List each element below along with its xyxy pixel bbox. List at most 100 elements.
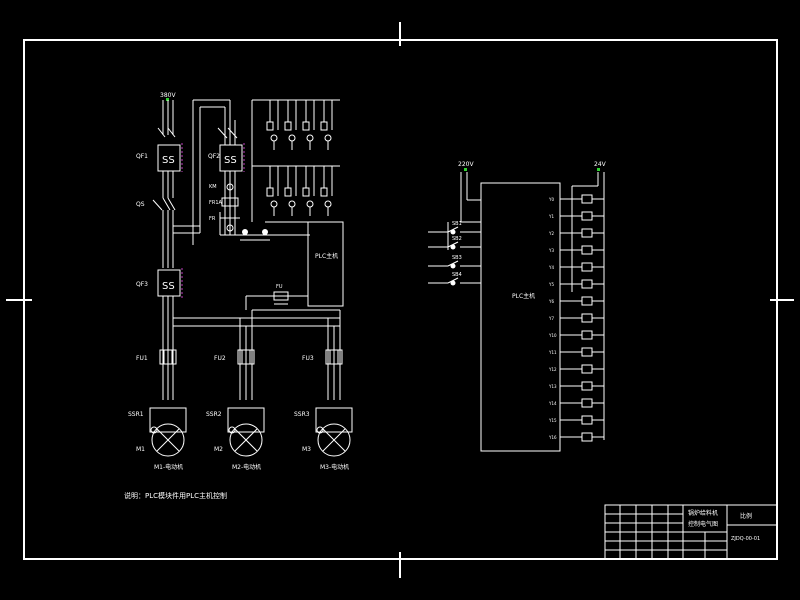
motor-symbol xyxy=(151,423,185,457)
title-grid xyxy=(605,505,683,559)
relay-coil xyxy=(581,330,593,340)
fuse-label: FU1 xyxy=(136,355,148,362)
svg-text:SB3: SB3 xyxy=(452,255,462,261)
svg-text:PLC主机: PLC主机 xyxy=(315,252,338,260)
motor-symbol xyxy=(317,423,351,457)
sheet-label: 比例 xyxy=(740,512,752,520)
title-block: 锅炉给料机 控制电气图 比例 ZJDQ-00-01 xyxy=(604,504,778,560)
indicator-lamp xyxy=(266,166,279,216)
plc-output: Y10 xyxy=(548,330,604,340)
svg-text:Y15: Y15 xyxy=(548,418,557,423)
plc-output: Y14 xyxy=(548,398,604,408)
relay-coil xyxy=(581,432,593,442)
relay-coil xyxy=(581,381,593,391)
svg-text:Y6: Y6 xyxy=(548,299,554,304)
svg-text:Y7: Y7 xyxy=(548,316,554,321)
plc-input: SB3 xyxy=(428,255,481,269)
plc-input: SB4 xyxy=(428,272,481,286)
indicator-lamp xyxy=(266,100,279,150)
svg-text:QF1: QF1 xyxy=(136,153,148,160)
ssr-label: SSR3 xyxy=(294,411,310,418)
note-text: 说明：PLC模块件用PLC主机控制 xyxy=(124,491,227,500)
ssr-label: SSR1 xyxy=(128,411,144,418)
relay-coil xyxy=(581,415,593,425)
plc-output: Y4 xyxy=(548,262,604,272)
supply-terminal xyxy=(166,98,169,101)
indicator-lamp xyxy=(284,166,297,216)
svg-text:Y12: Y12 xyxy=(548,367,557,372)
plc-input: SB1 xyxy=(428,221,481,235)
relay-coil xyxy=(581,228,593,238)
plc-output: Y15 xyxy=(548,415,604,425)
motor-symbol xyxy=(229,423,263,457)
ssr xyxy=(227,407,265,433)
breaker-qf3: QF3 SS xyxy=(136,268,183,298)
svg-text:Y2: Y2 xyxy=(548,231,554,236)
relay-coil xyxy=(581,194,593,204)
svg-text:Y11: Y11 xyxy=(548,350,557,355)
indicator-lamp-grid xyxy=(251,99,340,222)
svg-text:SB4: SB4 xyxy=(452,272,462,278)
svg-text:SB2: SB2 xyxy=(452,236,462,242)
motor-mark: M2 xyxy=(214,446,223,453)
supply-220v-label: 220V xyxy=(458,161,474,168)
plc-output: Y7 xyxy=(548,313,604,323)
main-power-circuit: 380V QF1 SS QS QF3 xyxy=(124,92,353,500)
svg-text:Y4: Y4 xyxy=(548,265,554,270)
svg-text:Y3: Y3 xyxy=(548,248,554,253)
relay-coil xyxy=(581,279,593,289)
ssr xyxy=(315,407,353,433)
indicator-lamp xyxy=(302,166,315,216)
fuse xyxy=(159,349,177,365)
svg-text:Y5: Y5 xyxy=(548,282,554,287)
relay-coil xyxy=(581,245,593,255)
plc-output: Y0 xyxy=(548,194,604,204)
fuse-label: FU2 xyxy=(214,355,226,362)
supply-24v-label: 24V xyxy=(594,161,607,168)
motor-mark: M1 xyxy=(136,446,145,453)
fuse xyxy=(325,349,343,365)
title-line2: 控制电气图 xyxy=(688,520,718,528)
relay-coil xyxy=(581,398,593,408)
plc-host-box: PLC主机 xyxy=(307,221,344,307)
fuse-plc: FU xyxy=(273,284,289,305)
motor-name: M2-电动机 xyxy=(232,463,261,471)
svg-text:FR: FR xyxy=(209,216,216,222)
plc-host-right: PLC主机 xyxy=(480,182,561,452)
svg-text:Y13: Y13 xyxy=(548,384,557,389)
fuse xyxy=(237,349,255,365)
svg-text:SS: SS xyxy=(162,281,175,292)
indicator-lamp xyxy=(320,100,333,150)
svg-text:Y0: Y0 xyxy=(548,197,554,202)
contactor-group: KM FR1A FR xyxy=(209,183,240,232)
relay-coil xyxy=(581,347,593,357)
plc-output: Y11 xyxy=(548,347,604,357)
breaker-qf1: QF1 SS xyxy=(136,143,183,172)
svg-text:SB1: SB1 xyxy=(452,221,462,227)
indicator-lamp xyxy=(320,166,333,216)
plc-input: SB2 xyxy=(428,236,481,250)
motor-mark: M3 xyxy=(302,446,311,453)
supply-220v-terminal xyxy=(464,168,467,171)
relay-coil xyxy=(581,211,593,221)
ssr xyxy=(149,407,187,433)
svg-text:QF3: QF3 xyxy=(136,281,148,288)
svg-text:QS: QS xyxy=(136,201,145,208)
plc-output: Y12 xyxy=(548,364,604,374)
svg-text:SS: SS xyxy=(162,155,175,166)
plc-output: Y16 xyxy=(548,432,604,442)
plc-output: Y3 xyxy=(548,245,604,255)
plc-output: Y6 xyxy=(548,296,604,306)
relay-coil xyxy=(581,313,593,323)
relay-coil xyxy=(581,262,593,272)
supply-24v-terminal xyxy=(597,168,600,171)
breaker-qf2: QF2 SS xyxy=(208,143,245,172)
title-line1: 锅炉给料机 xyxy=(688,509,718,517)
motor-branches: FU1SSR1M1M1-电动机FU2SSR2M2M2-电动机FU3SSR3M3M… xyxy=(128,349,353,471)
knife-switch-qs: QS xyxy=(136,197,176,211)
